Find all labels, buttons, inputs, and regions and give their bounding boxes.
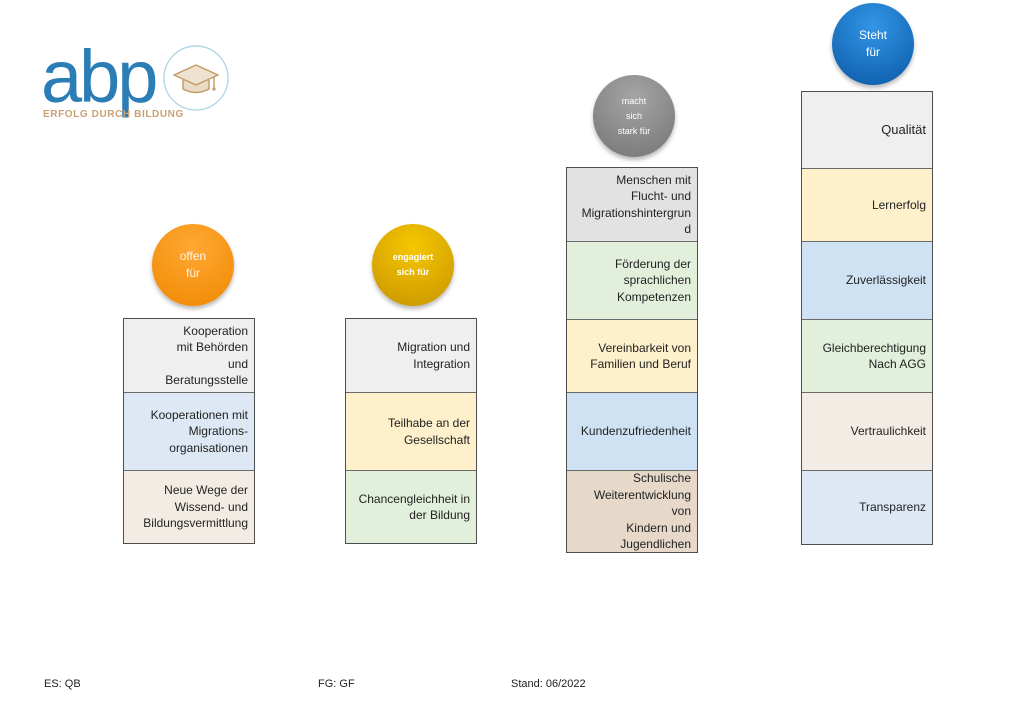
box-text: Chancengleichheit in der Bildung	[358, 491, 470, 523]
box-text: Kooperationen mit Migrations- organisati…	[150, 407, 248, 455]
box-stack: Migration und Integration Teilhabe an de…	[345, 318, 477, 544]
box-zuverlaessigkeit: Zuverlässigkeit	[802, 241, 932, 319]
box-text: Lernerfolg	[871, 197, 926, 212]
box-menschen-mit-fluchthintergrund: Menschen mit Flucht- und Migrationshinte…	[567, 168, 697, 241]
circle-macht-sich-stark-fuer: macht sich stark für	[593, 75, 675, 157]
circle-label: Steht für	[858, 28, 888, 59]
box-text: Menschen mit Flucht- und Migrationshinte…	[581, 172, 691, 237]
circle-steht-fuer: Steht für	[832, 3, 914, 85]
circle-label: engagiert sich für	[392, 252, 434, 277]
circle-offen-fuer: offen für	[152, 224, 234, 306]
box-text: Vereinbarkeit von Familien und Beruf	[590, 340, 691, 372]
box-teilhabe: Teilhabe an der Gesellschaft	[346, 392, 476, 470]
box-lernerfolg: Lernerfolg	[802, 168, 932, 241]
box-text: Vertraulichkeit	[850, 424, 926, 439]
box-migration-integration: Migration und Integration	[346, 319, 476, 392]
box-kooperation-migrationsorganisationen: Kooperationen mit Migrations- organisati…	[124, 392, 254, 470]
box-neue-wege: Neue Wege der Wissend- und Bildungsvermi…	[124, 470, 254, 543]
box-sprachliche-kompetenzen: Förderung der sprachlichen Kompetenzen	[567, 241, 697, 319]
box-vereinbarkeit: Vereinbarkeit von Familien und Beruf	[567, 319, 697, 392]
box-text: Transparenz	[859, 500, 926, 515]
box-vertraulichkeit: Vertraulichkeit	[802, 392, 932, 470]
box-text: Teilhabe an der Gesellschaft	[387, 416, 470, 447]
box-transparenz: Transparenz	[802, 470, 932, 544]
circle-engagiert-sich-fuer: engagiert sich für	[372, 224, 454, 306]
box-text: Schulische Weiterentwicklung von Kindern…	[593, 471, 691, 552]
box-stack: Qualität Lernerfolg Zuverlässigkeit Glei…	[801, 91, 933, 545]
box-text: Kooperation mit Behörden und Beratungsst…	[165, 323, 248, 388]
box-text: Kundenzufriedenheit	[580, 424, 691, 439]
logo-wordmark: abp	[41, 35, 158, 118]
footer-es: ES: QB	[44, 678, 81, 690]
box-text: Gleichberechtigung Nach AGG	[822, 340, 926, 372]
box-text: Qualität	[881, 121, 926, 137]
circle-label: offen für	[179, 249, 207, 280]
box-text: Zuverlässigkeit	[845, 273, 926, 288]
box-kundenzufriedenheit: Kundenzufriedenheit	[567, 392, 697, 470]
box-stack: Kooperation mit Behörden und Beratungsst…	[123, 318, 255, 544]
graduation-cap-icon	[163, 45, 229, 111]
box-kooperation-behoerden: Kooperation mit Behörden und Beratungsst…	[124, 319, 254, 392]
box-stack: Menschen mit Flucht- und Migrationshinte…	[566, 167, 698, 553]
circle-label: macht sich stark für	[617, 95, 651, 136]
box-schulische-weiterentwicklung: Schulische Weiterentwicklung von Kindern…	[567, 470, 697, 552]
box-text: Neue Wege der Wissend- und Bildungsvermi…	[143, 483, 248, 531]
box-chancengleichheit: Chancengleichheit in der Bildung	[346, 470, 476, 543]
box-text: Migration und Integration	[397, 340, 470, 371]
box-text: Förderung der sprachlichen Kompetenzen	[614, 256, 691, 304]
logo-tagline: ERFOLG DURCH BILDUNG	[43, 109, 184, 120]
footer-stand: Stand: 06/2022	[511, 678, 586, 690]
box-gleichberechtigung: Gleichberechtigung Nach AGG	[802, 319, 932, 392]
box-qualitaet: Qualität	[802, 92, 932, 168]
footer-fg: FG: GF	[318, 678, 355, 690]
